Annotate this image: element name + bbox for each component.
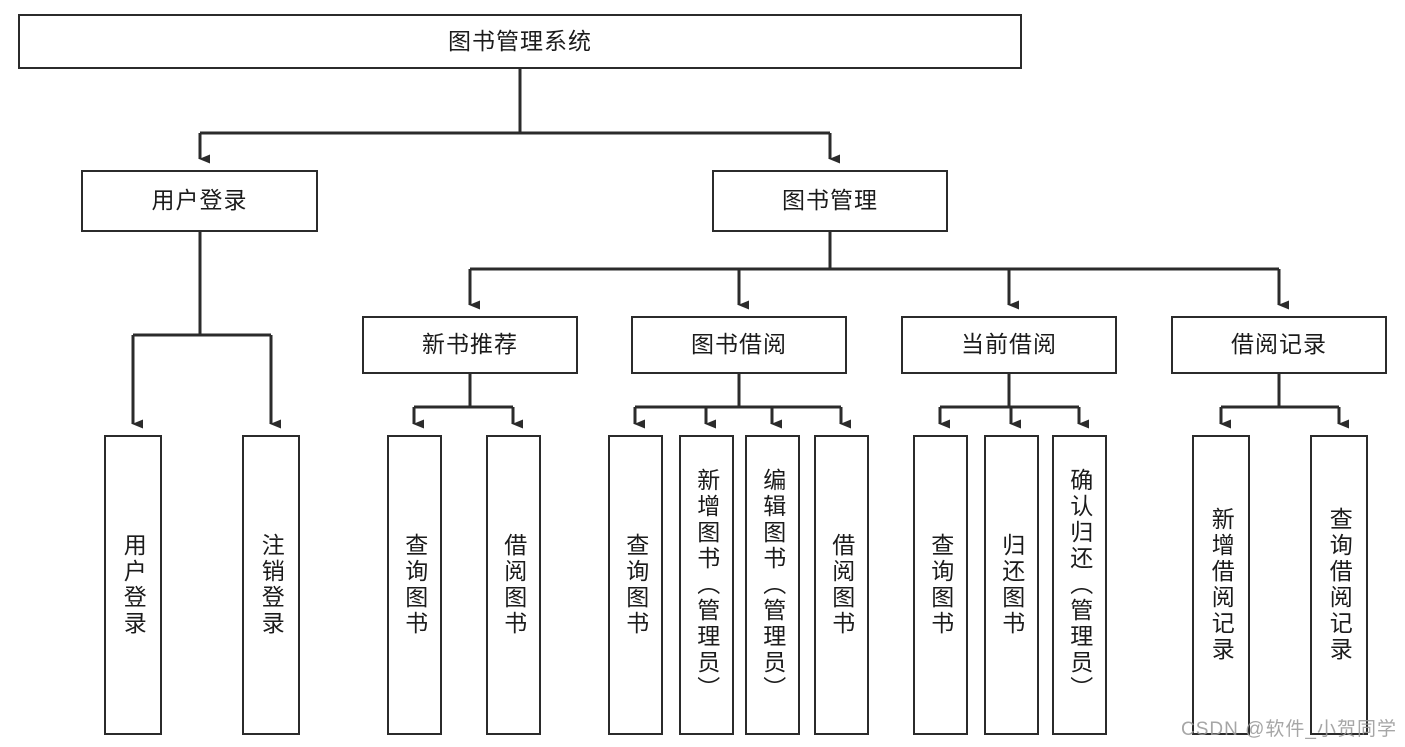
- node-leaf-borrow-book-2[interactable]: 借阅图书: [814, 435, 869, 735]
- node-leaf-user-login[interactable]: 用户登录: [104, 435, 162, 735]
- node-book-borrow-label: 图书借阅: [691, 331, 787, 358]
- node-new-book-recommend[interactable]: 新书推荐: [362, 316, 578, 374]
- node-leaf-logout-login-label: 注销登录: [258, 533, 285, 637]
- node-leaf-add-borrow-record-label: 新增借阅记录: [1208, 507, 1235, 663]
- node-leaf-return-book[interactable]: 归还图书: [984, 435, 1039, 735]
- node-current-borrow[interactable]: 当前借阅: [901, 316, 1117, 374]
- node-leaf-logout-login[interactable]: 注销登录: [242, 435, 300, 735]
- node-leaf-return-book-label: 归还图书: [998, 533, 1025, 637]
- node-current-borrow-label: 当前借阅: [961, 331, 1057, 358]
- node-leaf-borrow-book-1-label: 借阅图书: [500, 533, 527, 637]
- node-borrow-record[interactable]: 借阅记录: [1171, 316, 1387, 374]
- node-leaf-add-book-admin[interactable]: 新增图书（管理员）: [679, 435, 734, 735]
- node-leaf-user-login-label: 用户登录: [120, 533, 147, 637]
- node-leaf-query-book-1[interactable]: 查询图书: [387, 435, 442, 735]
- node-leaf-query-book-3-label: 查询图书: [927, 533, 954, 637]
- csdn-watermark: CSDN @软件_小贺同学: [1181, 719, 1397, 740]
- node-leaf-query-book-2[interactable]: 查询图书: [608, 435, 663, 735]
- node-leaf-borrow-book-2-label: 借阅图书: [828, 533, 855, 637]
- node-leaf-query-book-3[interactable]: 查询图书: [913, 435, 968, 735]
- node-leaf-borrow-book-1[interactable]: 借阅图书: [486, 435, 541, 735]
- node-book-manage-label: 图书管理: [782, 187, 878, 214]
- node-root-label: 图书管理系统: [448, 27, 592, 54]
- node-new-book-recommend-label: 新书推荐: [422, 331, 518, 358]
- node-leaf-confirm-return-admin-label: 确认归还（管理员）: [1066, 468, 1093, 702]
- node-user-login-label: 用户登录: [151, 187, 248, 214]
- node-leaf-query-book-1-label: 查询图书: [401, 533, 428, 637]
- node-leaf-add-borrow-record[interactable]: 新增借阅记录: [1192, 435, 1250, 735]
- node-leaf-query-book-2-label: 查询图书: [622, 533, 649, 637]
- node-borrow-record-label: 借阅记录: [1231, 331, 1327, 358]
- node-leaf-edit-book-admin[interactable]: 编辑图书（管理员）: [745, 435, 800, 735]
- node-book-manage[interactable]: 图书管理: [712, 170, 948, 232]
- node-leaf-query-borrow-record[interactable]: 查询借阅记录: [1310, 435, 1368, 735]
- node-leaf-confirm-return-admin[interactable]: 确认归还（管理员）: [1052, 435, 1107, 735]
- node-book-borrow[interactable]: 图书借阅: [631, 316, 847, 374]
- node-leaf-query-borrow-record-label: 查询借阅记录: [1326, 507, 1353, 663]
- node-leaf-add-book-admin-label: 新增图书（管理员）: [693, 468, 720, 702]
- node-leaf-edit-book-admin-label: 编辑图书（管理员）: [759, 468, 786, 702]
- node-root[interactable]: 图书管理系统: [18, 14, 1022, 69]
- node-user-login[interactable]: 用户登录: [81, 170, 318, 232]
